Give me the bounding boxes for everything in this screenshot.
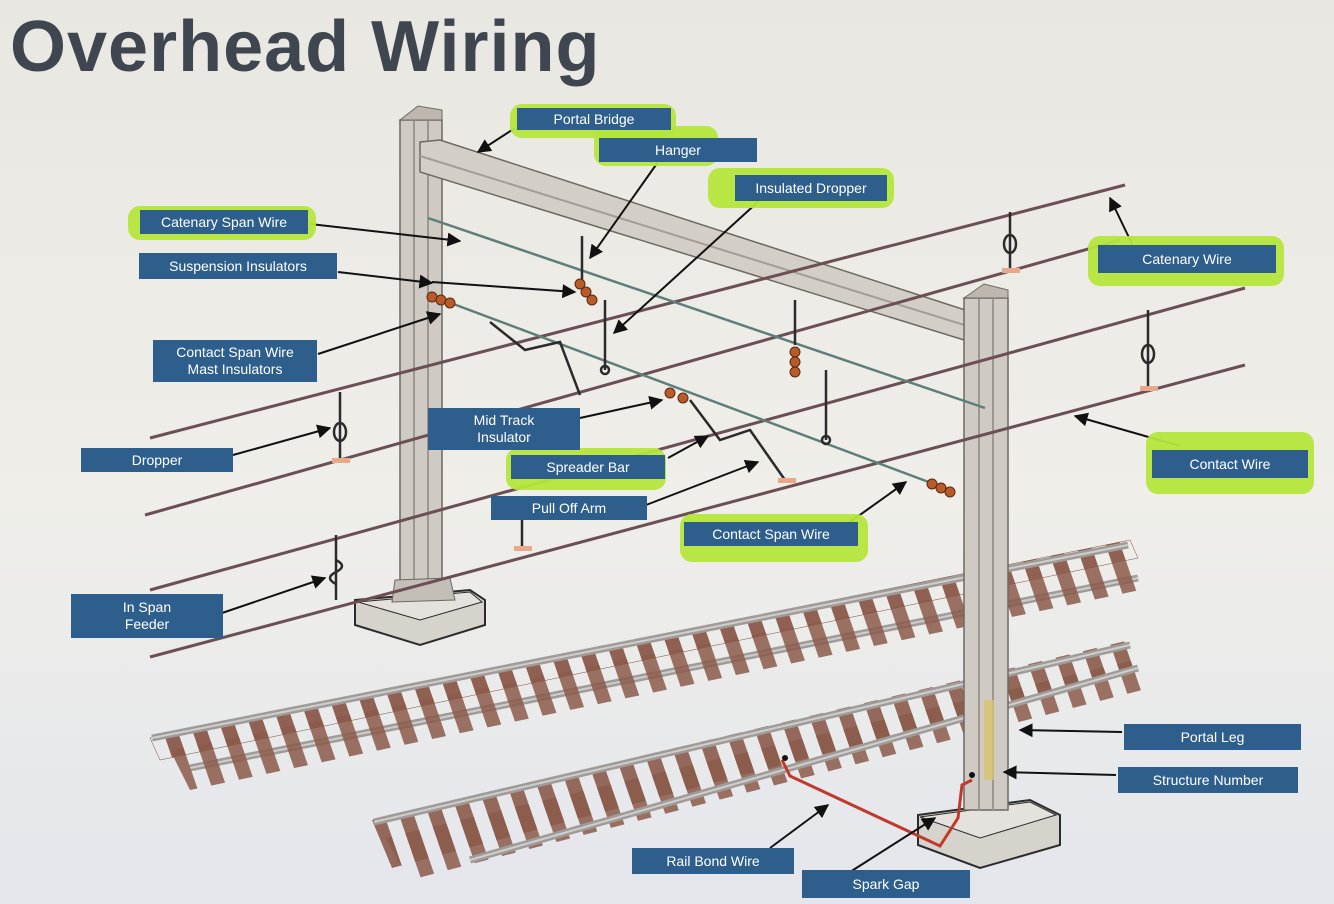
label-contact-wire: Contact Wire [1152, 450, 1308, 478]
insulators [426, 278, 956, 498]
contact-wires [144, 238, 1246, 659]
rail-bond-wire [780, 759, 973, 848]
label-contact-span-wire: Contact Span Wire [684, 522, 858, 546]
label-catenary-wire: Catenary Wire [1098, 245, 1276, 273]
label-in-span-feeder: In Span Feeder [71, 594, 223, 638]
label-portal-bridge: Portal Bridge [517, 108, 671, 130]
label-mid-track-insulator: Mid Track Insulator [428, 408, 580, 450]
label-contact-span-wire-mast-insulators: Contact Span Wire Mast Insulators [153, 340, 317, 382]
dropper-clips [332, 268, 1158, 551]
label-spark-gap: Spark Gap [802, 870, 970, 898]
label-catenary-span-wire: Catenary Span Wire [140, 210, 308, 234]
left-mast [354, 105, 486, 647]
label-dropper: Dropper [81, 448, 233, 472]
label-rail-bond-wire: Rail Bond Wire [632, 848, 794, 874]
label-pull-off-arm: Pull Off Arm [491, 496, 647, 520]
span-wires [427, 216, 986, 492]
label-hanger: Hanger [599, 138, 757, 162]
label-insulated-dropper: Insulated Dropper [735, 175, 887, 201]
page-title: Overhead Wiring [10, 7, 601, 87]
label-portal-leg: Portal Leg [1124, 724, 1301, 750]
label-spreader-bar: Spreader Bar [511, 455, 665, 479]
label-structure-number: Structure Number [1118, 767, 1298, 793]
right-mast [917, 283, 1061, 870]
label-suspension-insulators: Suspension Insulators [139, 253, 337, 279]
